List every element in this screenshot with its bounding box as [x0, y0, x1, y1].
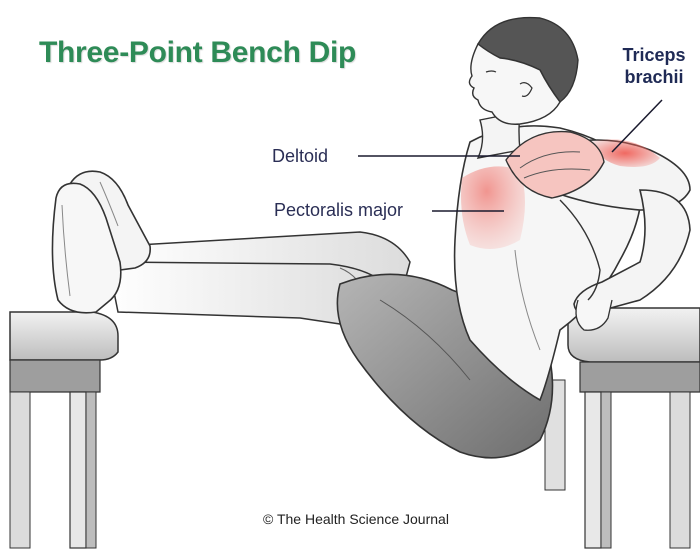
triceps-label-line1: Triceps [615, 44, 693, 66]
triceps-label-line2: brachii [615, 66, 693, 88]
page-title: Three-Point Bench Dip [39, 36, 356, 70]
deltoid-label: Deltoid [272, 146, 328, 167]
pectoralis-major-label: Pectoralis major [274, 200, 403, 221]
copyright-credit: © The Health Science Journal [263, 511, 449, 527]
triceps-brachii-label: Triceps brachii [615, 44, 693, 88]
pectoralis-major-highlight [461, 166, 525, 249]
left-bench [10, 312, 118, 548]
right-bench [545, 308, 700, 548]
